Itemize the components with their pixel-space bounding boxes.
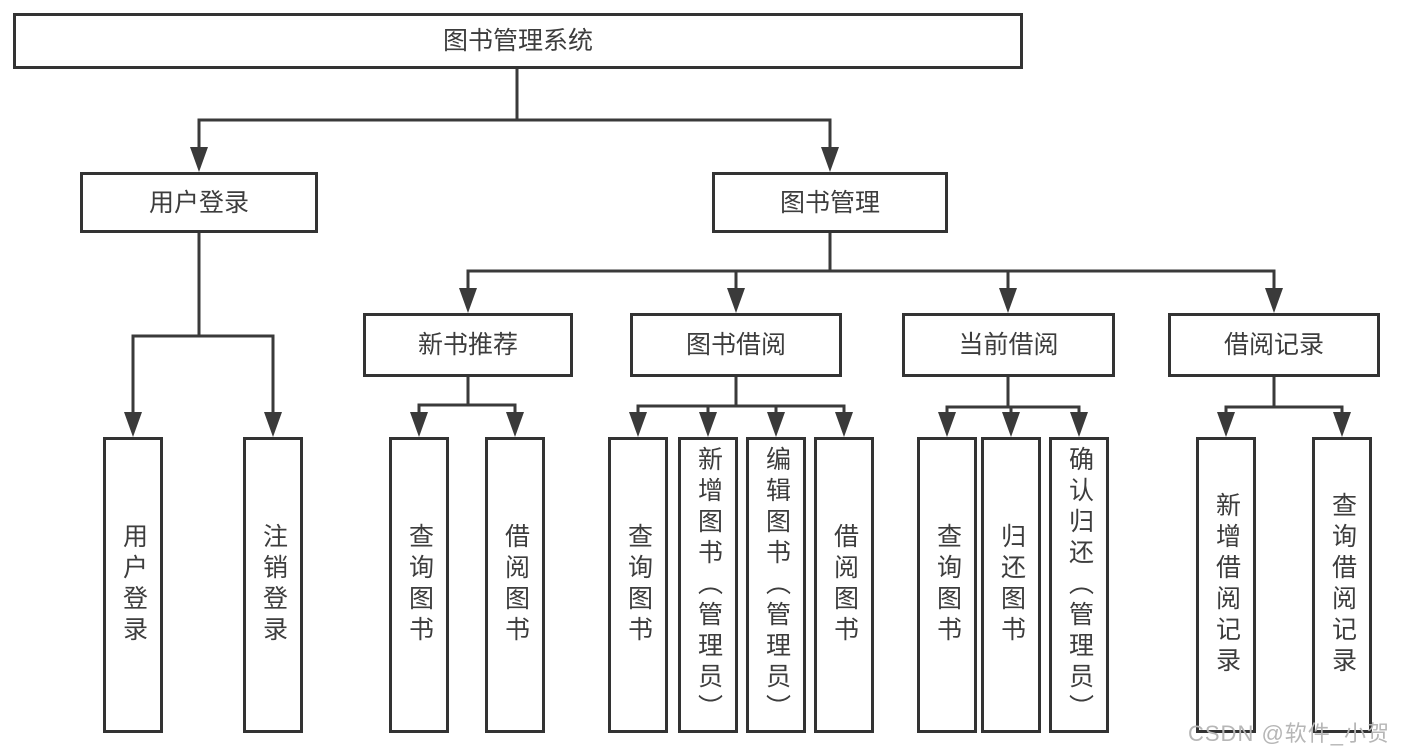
- node-label: 借阅记录: [1223, 331, 1324, 359]
- leaf-label: 查询图书: [624, 523, 653, 647]
- leaf-query-book-cb: 查询图书: [917, 437, 977, 733]
- node-book-borrowing: 图书借阅: [630, 313, 842, 377]
- csdn-watermark: CSDN @软件_小贺同学: [1188, 721, 1391, 746]
- leaf-logout: 注销登录: [243, 437, 303, 733]
- leaf-label: 查询图书: [405, 523, 434, 647]
- leaf-return-book: 归还图书: [981, 437, 1041, 733]
- leaf-label: 借阅图书: [830, 523, 859, 647]
- node-label: 图书管理系统: [442, 27, 593, 55]
- leaf-label: 新增借阅记录: [1212, 492, 1241, 678]
- node-user-login: 用户登录: [80, 172, 318, 233]
- node-label: 用户登录: [148, 188, 249, 217]
- leaf-add-borrow-record: 新增借阅记录: [1196, 437, 1256, 733]
- leaf-query-book-bb: 查询图书: [608, 437, 668, 733]
- node-label: 图书借阅: [685, 331, 786, 359]
- leaf-label: 借阅图书: [501, 523, 530, 647]
- node-new-book-recommend: 新书推荐: [363, 313, 573, 377]
- leaf-edit-book-admin: 编辑图书（管理员）: [746, 437, 806, 733]
- leaf-query-borrow-record: 查询借阅记录: [1312, 437, 1372, 733]
- leaf-label: 注销登录: [259, 523, 288, 647]
- leaf-add-book-admin: 新增图书（管理员）: [678, 437, 738, 733]
- leaf-confirm-return-admin: 确认归还（管理员）: [1049, 437, 1109, 733]
- leaf-query-book-nbr: 查询图书: [389, 437, 449, 733]
- node-library-management-system: 图书管理系统: [13, 13, 1023, 69]
- leaf-label: 确认归还（管理员）: [1065, 445, 1094, 725]
- leaf-borrow-book-nbr: 借阅图书: [485, 437, 545, 733]
- node-book-management: 图书管理: [712, 172, 948, 233]
- leaf-borrow-book-bb: 借阅图书: [814, 437, 874, 733]
- leaf-user-login: 用户登录: [103, 437, 163, 733]
- arrowhead-icons: [124, 147, 1351, 437]
- node-label: 新书推荐: [417, 331, 518, 359]
- leaf-label: 用户登录: [119, 523, 148, 647]
- node-label: 图书管理: [779, 188, 880, 217]
- leaf-label: 新增图书（管理员）: [694, 445, 723, 725]
- leaf-label: 编辑图书（管理员）: [762, 445, 791, 725]
- leaf-label: 查询借阅记录: [1328, 492, 1357, 678]
- node-label: 当前借阅: [958, 331, 1059, 359]
- node-current-borrowing: 当前借阅: [902, 313, 1115, 377]
- leaf-label: 归还图书: [997, 523, 1026, 647]
- node-borrowing-records: 借阅记录: [1168, 313, 1380, 377]
- leaf-label: 查询图书: [933, 523, 962, 647]
